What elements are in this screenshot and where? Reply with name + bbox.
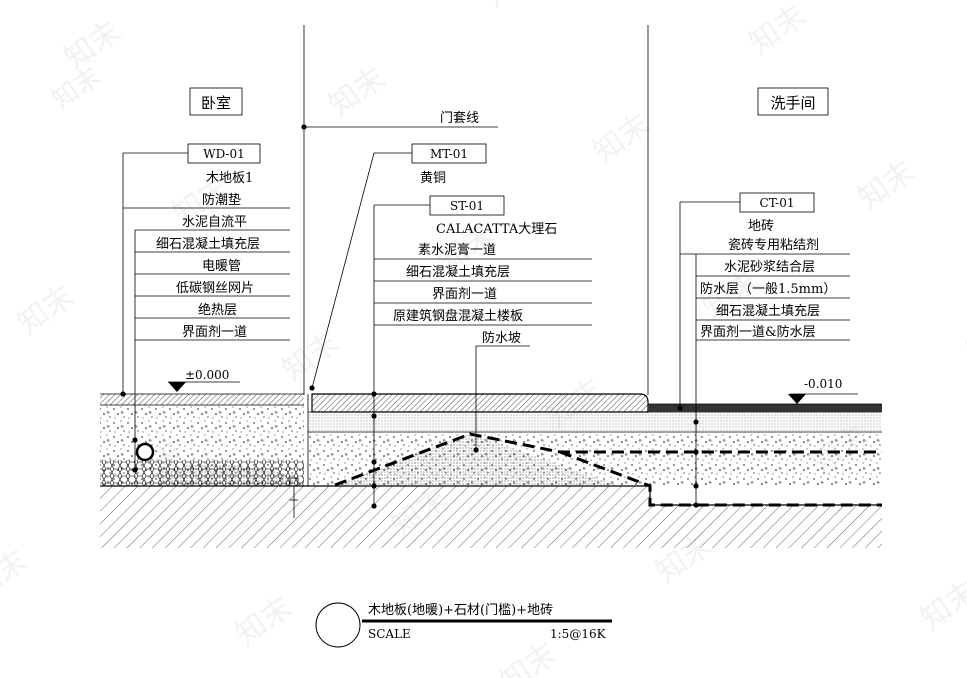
layer-tile-adhesive: 瓷砖专用粘结剂 bbox=[728, 238, 819, 253]
layer-moisture-pad: 防潮垫 bbox=[202, 192, 241, 208]
scale-label: SCALE bbox=[368, 627, 411, 641]
scale-value: 1:5@16K bbox=[550, 627, 607, 641]
layer-fine-concrete-left: 细石混凝土填充层 bbox=[156, 236, 260, 252]
code-wd01: WD-01 bbox=[203, 147, 245, 161]
structural-slab bbox=[100, 486, 882, 548]
level-marker-left-icon bbox=[168, 382, 186, 392]
level-marker-right-icon bbox=[788, 394, 806, 404]
layer-insulation: 绝热层 bbox=[198, 302, 237, 318]
layer-calacatta: CALACATTA大理石 bbox=[436, 222, 557, 237]
layer-interface-right: 界面剂一道&防水层 bbox=[700, 324, 816, 340]
level-right: -0.010 bbox=[804, 377, 842, 391]
layer-floor-tile: 地砖 bbox=[748, 219, 774, 234]
layer-cement-mortar: 水泥砂浆结合层 bbox=[724, 260, 815, 275]
label-door-casing: 门套线 bbox=[440, 110, 479, 126]
wood-floor bbox=[100, 394, 304, 405]
washroom-box bbox=[757, 87, 829, 116]
bedroom-box bbox=[189, 87, 243, 116]
code-box-wd01 bbox=[187, 143, 261, 164]
layer-self-leveling: 水泥自流平 bbox=[182, 215, 247, 230]
layer-rc-slab: 原建筑钢盘混凝土楼板 bbox=[393, 308, 523, 324]
layer-interface-mid: 界面剂一道 bbox=[432, 287, 497, 302]
floor-tile bbox=[648, 404, 882, 412]
marble-threshold bbox=[312, 394, 648, 412]
waterproof-line bbox=[334, 432, 882, 507]
title-circle bbox=[315, 602, 361, 648]
drawing-title: 木地板(地暖)+石材(门槛)+地砖 bbox=[368, 603, 553, 618]
layer-cement-paste: 素水泥膏一道 bbox=[418, 242, 496, 258]
layer-wood-floor: 木地板1 bbox=[206, 171, 253, 186]
layer-fine-concrete-mid: 细石混凝土填充层 bbox=[406, 264, 510, 280]
layer-interface-left: 界面剂一道 bbox=[182, 325, 247, 340]
code-box-ct01 bbox=[739, 192, 815, 213]
layer-waterproof: 防水层（一般1.5mm） bbox=[700, 281, 836, 297]
label-waterproof-slope: 防水坡 bbox=[482, 330, 521, 346]
layer-heating-pipe: 电暖管 bbox=[202, 259, 241, 274]
label-brass: 黄铜 bbox=[420, 171, 446, 186]
code-st01: ST-01 bbox=[450, 199, 484, 213]
layer-steel-mesh: 低碳钢丝网片 bbox=[176, 281, 254, 296]
code-box-st01 bbox=[429, 195, 505, 216]
code-ct01: CT-01 bbox=[760, 196, 795, 210]
room-bedroom: 卧室 bbox=[201, 94, 231, 112]
level-left: ±0.000 bbox=[185, 368, 229, 382]
code-mt01: MT-01 bbox=[430, 147, 468, 161]
layer-fine-concrete-right: 细石混凝土填充层 bbox=[716, 303, 820, 319]
code-box-mt01 bbox=[411, 143, 487, 164]
room-washroom: 洗手间 bbox=[770, 94, 815, 112]
heating-pipe bbox=[135, 442, 155, 462]
